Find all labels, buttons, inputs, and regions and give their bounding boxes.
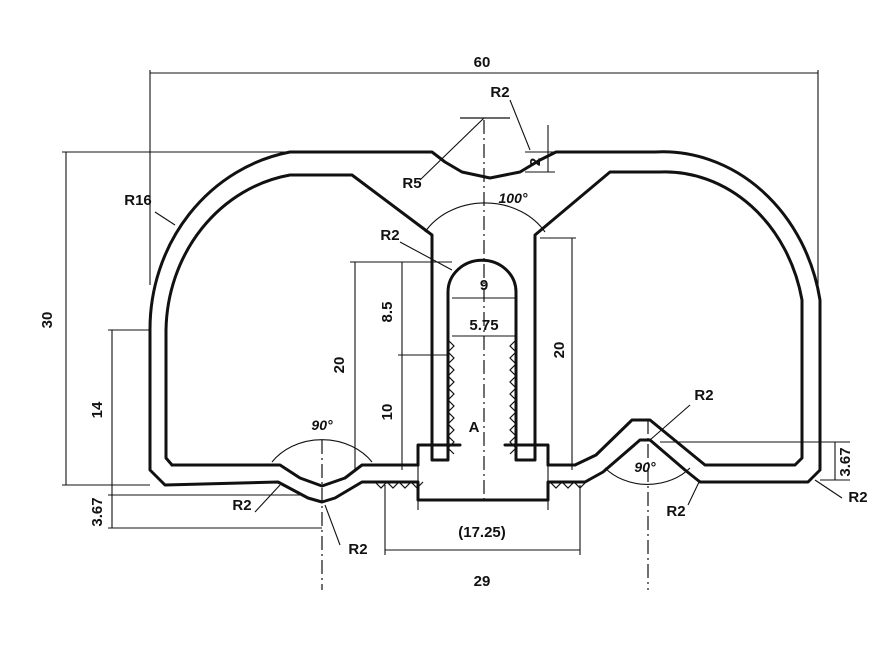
label-r2-left-vee: R2 (232, 497, 251, 514)
label-2: 2 (527, 158, 544, 166)
leader-r2-top (509, 99, 531, 151)
label-r2-right-lower: R2 (666, 503, 685, 520)
label-20-left: 20 (331, 357, 348, 374)
label-r2-right-corner: R2 (848, 489, 867, 506)
serration-left (447, 339, 455, 455)
serration-right (509, 339, 517, 455)
label-10: 10 (379, 404, 396, 421)
label-100: 100° (499, 190, 528, 206)
profile-inner-outline (164, 170, 804, 467)
label-367-left: 3.67 (89, 497, 106, 526)
label-367-right: 3.67 (837, 447, 854, 476)
slot-bottom-right (503, 443, 550, 467)
leader-r2-right-corner (814, 479, 843, 499)
label-r2-left-bottom: R2 (348, 541, 367, 558)
arc-90-right (604, 467, 691, 485)
label-r5: R5 (402, 175, 421, 192)
label-29: 29 (474, 573, 491, 590)
leader-r2-inner (399, 241, 453, 271)
label-a: A (469, 419, 480, 436)
arc-90-left (271, 439, 373, 463)
label-9: 9 (480, 277, 488, 294)
leader-r16 (154, 211, 176, 226)
slot-bottom-left (416, 443, 462, 467)
leader-r2-right-lower (687, 479, 701, 506)
label-60: 60 (474, 54, 491, 71)
profile-outer-outline (148, 150, 822, 504)
profile-inner-left-base (170, 463, 420, 488)
label-30: 30 (39, 312, 56, 329)
leader-r5 (419, 117, 485, 181)
label-85: 8.5 (379, 302, 396, 323)
label-14: 14 (89, 401, 106, 418)
label-r16: R16 (124, 192, 152, 209)
label-575: 5.75 (469, 317, 498, 334)
leader-r2-right-upper (649, 404, 691, 441)
serration-bottom-left (374, 481, 424, 489)
label-20-right: 20 (551, 342, 568, 359)
label-1725: (17.25) (458, 524, 506, 541)
arc-100-deg (424, 202, 546, 233)
leader-r2-left-bottom (324, 504, 341, 546)
label-r2-top: R2 (490, 84, 509, 101)
label-90-right: 90° (634, 459, 656, 475)
label-90-left: 90° (311, 417, 333, 433)
leader-r2-left-vee (254, 484, 281, 513)
label-r2-right-upper: R2 (694, 387, 713, 404)
label-r2-inner: R2 (380, 227, 399, 244)
